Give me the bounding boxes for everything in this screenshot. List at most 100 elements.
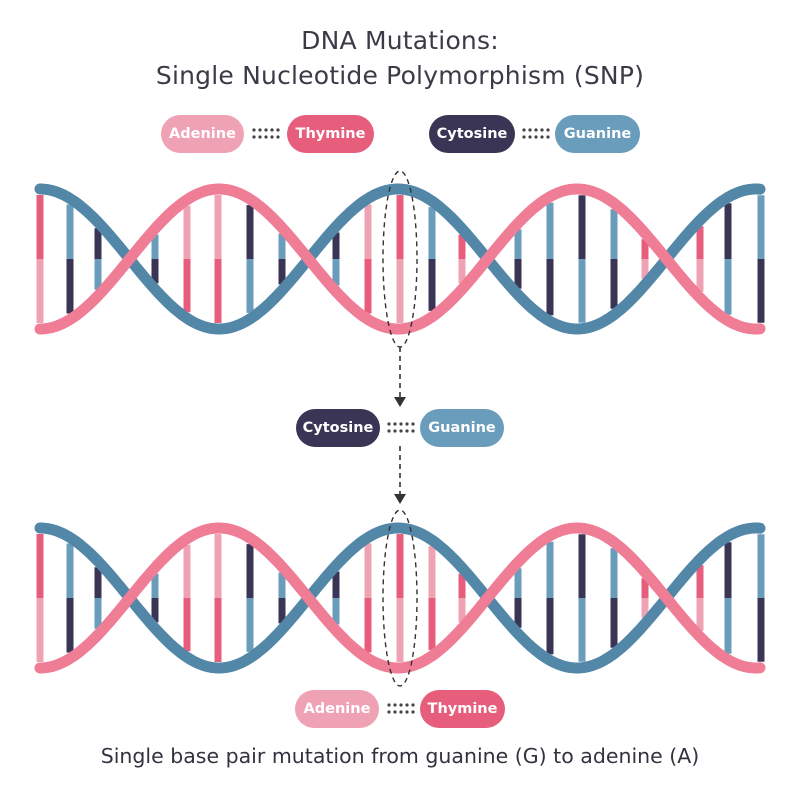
base-A	[396, 598, 404, 662]
base-T	[696, 226, 704, 259]
base-A	[364, 204, 372, 259]
base-C	[757, 259, 765, 323]
base-T	[696, 565, 704, 598]
base-G	[332, 259, 340, 286]
base-T	[36, 195, 44, 259]
base-G	[578, 259, 586, 323]
base-C	[757, 598, 765, 662]
base-G	[246, 259, 254, 313]
mutated-adenine-pill: Adenine	[295, 690, 379, 728]
base-A	[458, 598, 466, 623]
base-A	[696, 598, 704, 631]
mutated-thymine-pill: Thymine	[420, 690, 505, 728]
base-G	[428, 207, 436, 259]
base-T	[183, 259, 191, 313]
base-G	[610, 548, 618, 598]
base-A	[458, 259, 466, 284]
base-T	[396, 534, 404, 598]
base-G	[151, 234, 159, 259]
base-C	[514, 259, 522, 289]
caption: Single base pair mutation from guanine (…	[100, 744, 700, 768]
base-T	[458, 234, 466, 259]
pink-strand	[34, 522, 766, 674]
base-G	[278, 233, 286, 259]
base-T	[364, 598, 372, 653]
base-G	[94, 598, 102, 629]
legend-cytosine-pill: Cytosine	[429, 115, 515, 153]
base-A	[641, 259, 649, 279]
dashed-arrow-down-icon	[394, 347, 406, 407]
base-T	[214, 259, 222, 323]
title-line-2: Single Nucleotide Polymorphism (SNP)	[155, 61, 645, 90]
base-C	[94, 567, 102, 598]
base-G	[610, 209, 618, 259]
pink-strand	[34, 183, 766, 335]
dashed-arrow-down-icon	[394, 446, 406, 504]
base-T	[428, 598, 436, 650]
base-A	[36, 259, 44, 323]
base-C	[724, 203, 732, 259]
dotted-bond-icon	[521, 127, 551, 141]
base-C	[578, 534, 586, 598]
blue-strand	[34, 183, 766, 335]
base-A	[214, 534, 222, 598]
base-G	[724, 598, 732, 654]
base-A	[428, 546, 436, 598]
base-pairs	[36, 534, 765, 662]
base-A	[696, 259, 704, 292]
original-guanine-pill: Guanine	[420, 409, 504, 447]
base-C	[428, 259, 436, 311]
highlight-oval-mutated	[382, 509, 418, 687]
base-C	[610, 259, 618, 309]
base-G	[546, 541, 554, 598]
base-C	[151, 259, 159, 284]
dotted-bond-icon	[386, 702, 416, 716]
base-G	[514, 568, 522, 598]
legend-adenine-pill: Adenine	[161, 115, 244, 153]
base-C	[278, 598, 286, 624]
dotted-bond-icon	[251, 127, 281, 141]
base-C	[578, 195, 586, 259]
base-G	[66, 204, 74, 259]
base-T	[214, 598, 222, 662]
base-G	[724, 259, 732, 315]
dna-helix-mutated	[34, 522, 766, 674]
base-C	[514, 598, 522, 628]
base-C	[246, 544, 254, 598]
legend-thymine-pill: Thymine	[287, 115, 374, 153]
base-G	[278, 572, 286, 598]
base-A	[364, 543, 372, 598]
base-C	[610, 598, 618, 648]
legend-guanine-pill: Guanine	[555, 115, 640, 153]
base-C	[66, 598, 74, 653]
base-T	[641, 578, 649, 598]
base-C	[332, 232, 340, 259]
base-T	[36, 534, 44, 598]
base-G	[66, 543, 74, 598]
base-C	[546, 259, 554, 316]
base-G	[757, 534, 765, 598]
base-A	[396, 259, 404, 323]
base-C	[94, 228, 102, 259]
base-C	[332, 571, 340, 598]
original-cytosine-pill: Cytosine	[296, 409, 380, 447]
base-G	[332, 598, 340, 625]
base-C	[278, 259, 286, 285]
base-A	[641, 598, 649, 618]
base-T	[641, 239, 649, 259]
title-line-1: DNA Mutations:	[301, 26, 499, 55]
base-G	[546, 202, 554, 259]
base-A	[36, 598, 44, 662]
base-A	[214, 195, 222, 259]
base-C	[151, 598, 159, 623]
base-C	[66, 259, 74, 314]
base-A	[183, 205, 191, 259]
base-T	[458, 573, 466, 598]
base-G	[246, 598, 254, 652]
dna-helix-original	[34, 183, 766, 335]
base-pairs	[36, 195, 765, 323]
base-A	[183, 544, 191, 598]
base-T	[364, 259, 372, 314]
base-G	[94, 259, 102, 290]
